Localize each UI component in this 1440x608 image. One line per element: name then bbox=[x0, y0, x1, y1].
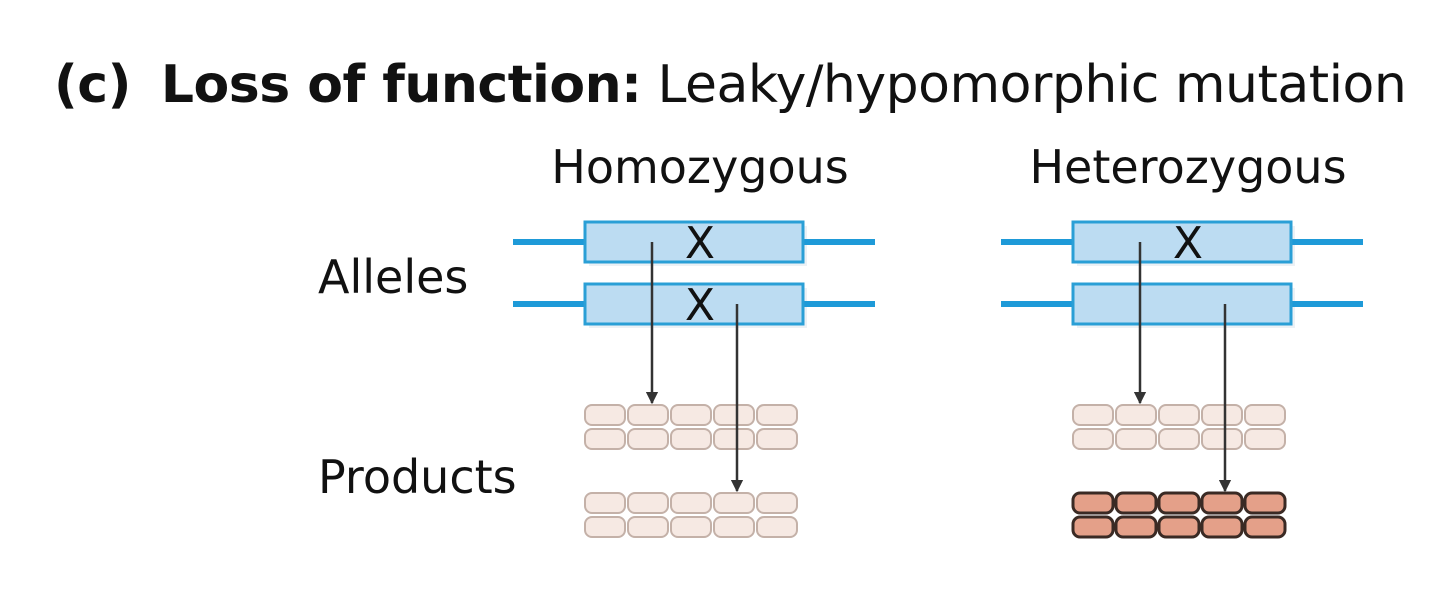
product-cell-heterozygous-2 bbox=[1200, 515, 1244, 539]
title-rest: Leaky/hypomorphic mutation bbox=[657, 55, 1407, 115]
column-label-heterozygous: Heterozygous bbox=[1029, 140, 1347, 194]
row-label-products: Products bbox=[318, 450, 517, 504]
product-cell-heterozygous-1 bbox=[1072, 404, 1114, 426]
allele-heterozygous-1 bbox=[1071, 220, 1293, 264]
product-cell-heterozygous-1 bbox=[1244, 404, 1286, 426]
product-cell-homozygous-2 bbox=[756, 492, 798, 514]
product-cell-heterozygous-2 bbox=[1114, 491, 1158, 515]
product-cell-heterozygous-2 bbox=[1157, 515, 1201, 539]
product-cell-heterozygous-1 bbox=[1115, 428, 1157, 450]
product-cell-heterozygous-1 bbox=[1201, 404, 1243, 426]
product-cell-homozygous-2 bbox=[670, 492, 712, 514]
column-label-homozygous: Homozygous bbox=[551, 140, 849, 194]
product-cell-homozygous-2 bbox=[670, 516, 712, 538]
allele-homozygous-2 bbox=[583, 282, 805, 326]
row-label-alleles: Alleles bbox=[318, 250, 469, 304]
product-cell-homozygous-2 bbox=[713, 516, 755, 538]
product-cell-homozygous-2 bbox=[713, 492, 755, 514]
product-cell-heterozygous-1 bbox=[1158, 428, 1200, 450]
product-cell-homozygous-1 bbox=[584, 404, 626, 426]
product-cell-heterozygous-2 bbox=[1243, 515, 1287, 539]
product-cell-homozygous-1 bbox=[627, 404, 669, 426]
panel-label: (c) bbox=[54, 55, 131, 115]
title-bold: Loss of function: bbox=[160, 55, 642, 115]
product-cell-homozygous-1 bbox=[756, 428, 798, 450]
product-cell-heterozygous-1 bbox=[1072, 428, 1114, 450]
product-cell-heterozygous-2 bbox=[1114, 515, 1158, 539]
product-cell-homozygous-2 bbox=[584, 516, 626, 538]
mutation-mark: X bbox=[1173, 218, 1203, 269]
product-cell-homozygous-1 bbox=[670, 404, 712, 426]
mutation-mark: X bbox=[685, 280, 715, 331]
product-cell-heterozygous-2 bbox=[1243, 491, 1287, 515]
product-cell-heterozygous-2 bbox=[1071, 515, 1115, 539]
product-cell-homozygous-1 bbox=[713, 404, 755, 426]
product-cell-heterozygous-2 bbox=[1071, 491, 1115, 515]
product-cell-homozygous-2 bbox=[627, 492, 669, 514]
product-cell-homozygous-1 bbox=[756, 404, 798, 426]
product-cell-homozygous-2 bbox=[627, 516, 669, 538]
product-cell-heterozygous-1 bbox=[1244, 428, 1286, 450]
figure-heading: (c) Loss of function: Leaky/hypomorphic … bbox=[54, 54, 1407, 116]
product-cell-heterozygous-2 bbox=[1200, 491, 1244, 515]
mutation-mark: X bbox=[685, 218, 715, 269]
product-cell-heterozygous-1 bbox=[1158, 404, 1200, 426]
product-cell-homozygous-2 bbox=[756, 516, 798, 538]
product-cell-homozygous-1 bbox=[584, 428, 626, 450]
product-cell-heterozygous-1 bbox=[1201, 428, 1243, 450]
product-cell-homozygous-1 bbox=[670, 428, 712, 450]
allele-homozygous-1 bbox=[583, 220, 805, 264]
product-cell-homozygous-1 bbox=[627, 428, 669, 450]
product-cell-homozygous-1 bbox=[713, 428, 755, 450]
allele-heterozygous-2 bbox=[1071, 282, 1293, 326]
product-cell-homozygous-2 bbox=[584, 492, 626, 514]
product-cell-heterozygous-1 bbox=[1115, 404, 1157, 426]
product-cell-heterozygous-2 bbox=[1157, 491, 1201, 515]
